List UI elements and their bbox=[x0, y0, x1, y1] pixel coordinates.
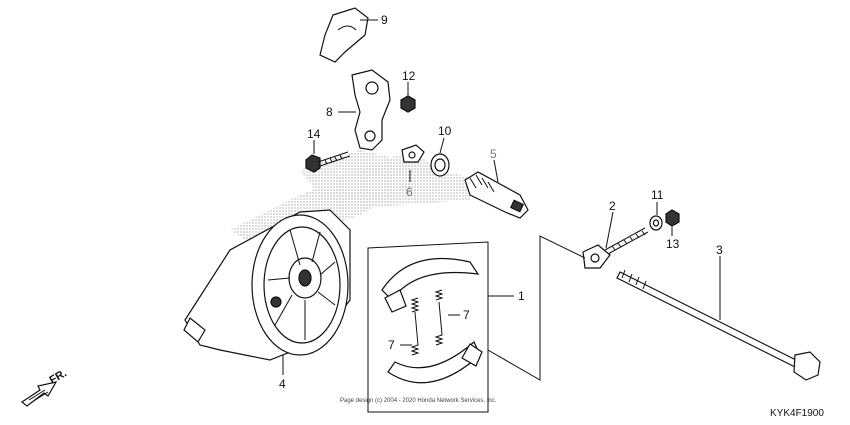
callout-13: 13 bbox=[666, 237, 680, 251]
part-3-axle[interactable] bbox=[616, 269, 821, 381]
callout-8: 8 bbox=[326, 105, 333, 119]
front-direction-arrow: FR. bbox=[20, 367, 69, 407]
part-10-felt-seal[interactable] bbox=[430, 153, 450, 177]
part-11-washer[interactable] bbox=[649, 215, 663, 231]
part-1-brake-shoes[interactable] bbox=[381, 257, 483, 384]
part-4-brake-panel[interactable] bbox=[183, 209, 351, 361]
callout-1: 1 bbox=[518, 289, 525, 303]
copyright-notice: Page design (c) 2004 - 2020 Honda Networ… bbox=[340, 398, 497, 404]
part-9-dust-cover[interactable] bbox=[319, 7, 369, 63]
callout-11: 11 bbox=[651, 188, 664, 202]
callout-3: 3 bbox=[716, 243, 723, 257]
part-2-adjusting-bolt[interactable] bbox=[582, 227, 649, 269]
callout-2: 2 bbox=[609, 199, 616, 213]
callout-6: 6 bbox=[406, 185, 413, 199]
front-direction-label: FR. bbox=[48, 367, 69, 386]
diagram-reference-code: KYK4F1900 bbox=[770, 408, 824, 419]
part-6-wear-indicator[interactable] bbox=[401, 144, 425, 163]
callout-14: 14 bbox=[307, 127, 321, 141]
callout-9: 9 bbox=[381, 13, 388, 27]
callout-leaders bbox=[282, 19, 721, 381]
part-5-brake-cam[interactable] bbox=[464, 171, 529, 219]
part-13-nut[interactable] bbox=[665, 209, 680, 227]
callout-5: 5 bbox=[490, 147, 497, 161]
part-8-brake-arm[interactable] bbox=[351, 69, 391, 151]
callout-7a: 7 bbox=[463, 308, 470, 322]
callout-7b: 7 bbox=[388, 338, 395, 352]
brake-shoe-group-outline bbox=[367, 241, 489, 413]
part-14-bolt[interactable] bbox=[305, 151, 351, 173]
callout-4: 4 bbox=[279, 377, 286, 391]
part-12-nut[interactable] bbox=[400, 95, 416, 113]
part-7-springs[interactable] bbox=[410, 289, 444, 356]
callout-12: 12 bbox=[402, 69, 416, 83]
callout-10: 10 bbox=[438, 124, 452, 138]
